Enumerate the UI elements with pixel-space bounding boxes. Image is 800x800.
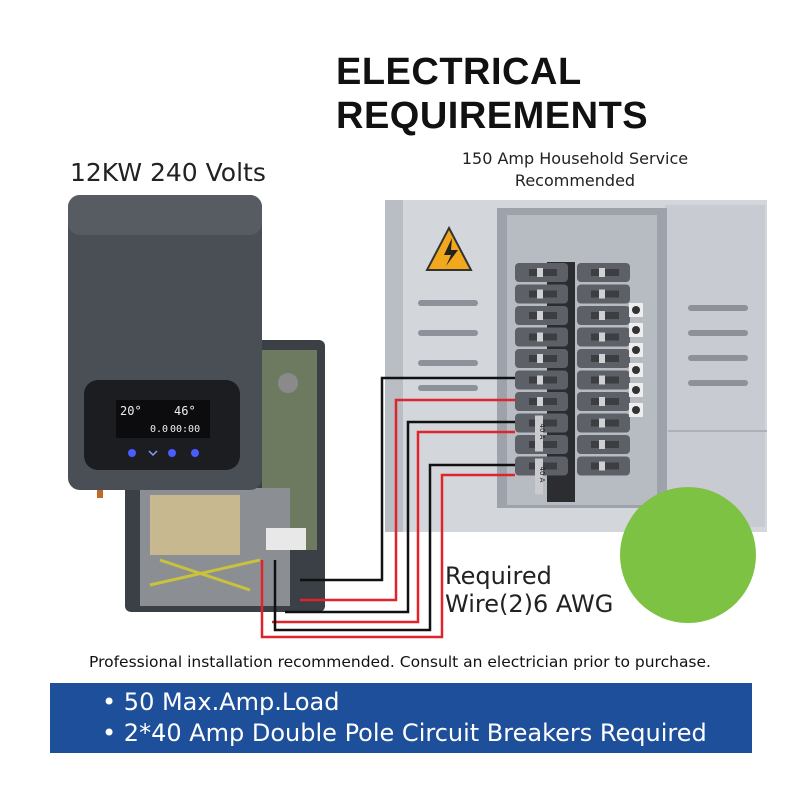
service-line-1: 150 Amp Household Service: [461, 149, 689, 168]
temp-in: 20°: [120, 404, 142, 418]
flow-rate: 0.0: [150, 424, 169, 435]
circuit-breaker: [577, 456, 630, 476]
wire: [300, 398, 515, 602]
heater-rating: 12KW 240 Volts: [70, 158, 266, 187]
wire-line-1: Required: [445, 562, 552, 590]
warning-high-voltage-icon: [425, 225, 473, 271]
circuit-breaker: [577, 370, 630, 390]
circuit-breaker: [577, 284, 630, 304]
circuit-breaker: [515, 284, 568, 304]
circuit-breaker: [577, 392, 630, 411]
accent-circle: [620, 487, 756, 623]
circuit-breaker: [577, 306, 630, 325]
title-line-1: ELECTRICAL: [336, 51, 582, 93]
requirements-banner: 50 Max.Amp.Load 2*40 Amp Double Pole Cir…: [50, 683, 752, 753]
disclaimer: Professional installation recommended. C…: [89, 653, 711, 671]
wire-requirement: Required Wire(2)6 AWG: [445, 562, 613, 618]
water-heater-unit: [68, 195, 262, 498]
bullet-max-load: 50 Max.Amp.Load: [102, 687, 752, 718]
circuit-breaker: [515, 263, 568, 282]
circuit-breaker: [515, 349, 568, 368]
circuit-breaker: [577, 413, 630, 433]
wiring: [260, 376, 515, 639]
circuit-breaker: [515, 327, 568, 347]
wire: [300, 376, 515, 582]
circuit-breaker: [577, 349, 630, 368]
display-readout: 20° 46° 0.0 00:00: [118, 402, 208, 436]
circuit-breaker: [577, 435, 630, 454]
breaker-rating-label: 40 A: [538, 467, 546, 483]
wire: [272, 430, 515, 624]
circuit-breaker: [577, 263, 630, 282]
breaker-rating-label: 40 A: [538, 424, 546, 440]
circuit-breaker: [515, 392, 568, 411]
service-recommendation: 150 Amp Household Service Recommended: [420, 148, 730, 192]
wire: [285, 420, 515, 614]
bullet-breakers: 2*40 Amp Double Pole Circuit Breakers Re…: [102, 718, 752, 749]
page-title: ELECTRICAL REQUIREMENTS: [336, 50, 648, 138]
timer: 00:00: [170, 424, 201, 435]
breaker-panel: 40 A 40 A: [385, 200, 767, 532]
wire: [260, 473, 515, 639]
wire-line-2: Wire(2)6 AWG: [445, 590, 614, 618]
circuit-breaker: [577, 327, 630, 347]
circuit-breaker: [515, 306, 568, 325]
title-line-2: REQUIREMENTS: [336, 95, 649, 137]
circuit-breaker: [515, 370, 568, 390]
temp-out: 46°: [174, 404, 196, 418]
wire: [273, 463, 515, 632]
service-line-2: Recommended: [514, 171, 636, 190]
